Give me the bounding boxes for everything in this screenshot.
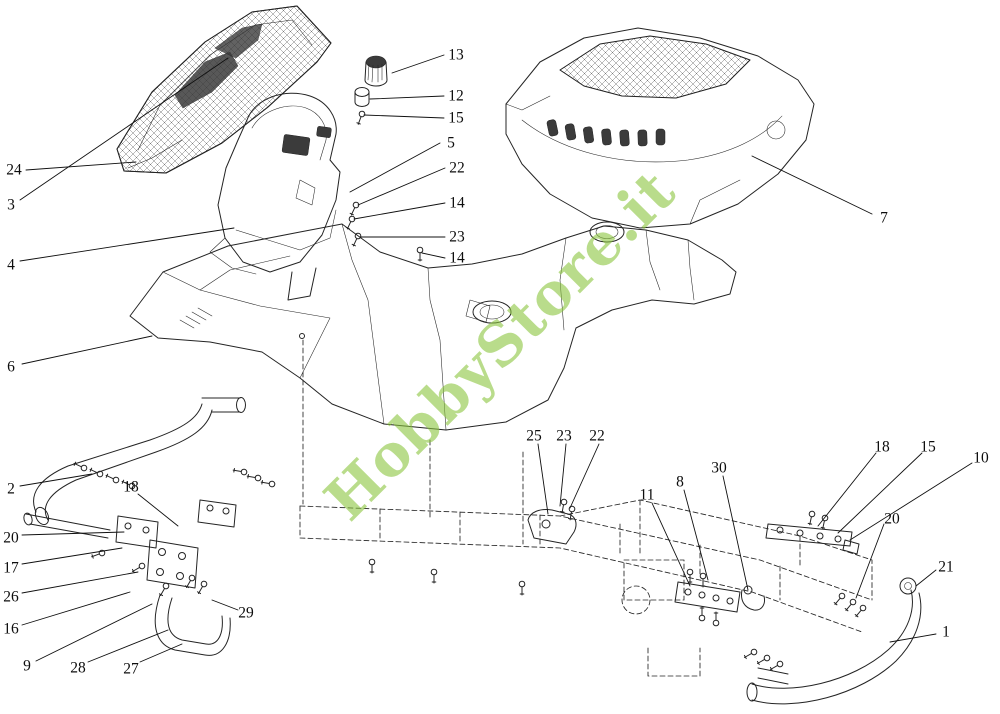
rear-bumper-part xyxy=(746,577,922,705)
callout-4: 4 xyxy=(7,256,15,274)
callout-11: 11 xyxy=(639,486,655,504)
callout-29: 29 xyxy=(238,604,254,622)
callout-28: 28 xyxy=(70,659,86,677)
right-bracket-group xyxy=(674,568,765,627)
callout-14-top: 14 xyxy=(449,194,465,212)
right-plate-part xyxy=(765,510,860,555)
rear-bumper-bolts xyxy=(742,591,868,673)
callout-15-top: 15 xyxy=(448,109,464,127)
callout-8: 8 xyxy=(676,473,684,491)
callout-20-right: 20 xyxy=(884,510,900,528)
rear-body-part xyxy=(505,27,815,229)
callout-26: 26 xyxy=(3,588,19,606)
callout-25: 25 xyxy=(526,427,542,445)
callout-23-top: 23 xyxy=(449,228,465,246)
callout-18-right: 18 xyxy=(874,438,890,456)
center-bracket-part xyxy=(527,498,577,545)
chassis-frame xyxy=(299,339,873,677)
frame-bolt xyxy=(368,558,376,574)
callout-3: 3 xyxy=(7,196,15,214)
vent-slots xyxy=(546,119,666,147)
bolt-22-top xyxy=(348,200,361,217)
callout-27: 27 xyxy=(123,660,139,678)
bolt-14-top xyxy=(344,214,357,231)
callout-23-mid: 23 xyxy=(556,427,572,445)
callout-2: 2 xyxy=(7,480,15,498)
callout-6: 6 xyxy=(7,358,15,376)
callout-10: 10 xyxy=(973,449,989,467)
bolt-14-mid xyxy=(416,246,424,262)
callout-18-left: 18 xyxy=(123,478,139,496)
callout-14-mid: 14 xyxy=(449,249,465,267)
callout-12: 12 xyxy=(448,87,464,105)
frame-bolt xyxy=(430,568,438,584)
callout-16: 16 xyxy=(3,620,19,638)
callout-1: 1 xyxy=(942,623,950,641)
callout-7: 7 xyxy=(880,209,888,227)
hood-grille-part xyxy=(116,5,332,174)
callout-5: 5 xyxy=(447,134,455,152)
callout-21: 21 xyxy=(938,558,954,576)
callout-22-top: 22 xyxy=(449,159,465,177)
bolt-15-top xyxy=(355,109,367,126)
left-bracket-group xyxy=(90,499,237,656)
main-body-part xyxy=(129,221,737,431)
callout-22-mid: 22 xyxy=(589,427,605,445)
callout-30: 30 xyxy=(711,459,727,477)
callout-9: 9 xyxy=(23,657,31,675)
front-bumper-part xyxy=(23,397,276,539)
callout-24: 24 xyxy=(6,161,22,179)
callout-13: 13 xyxy=(448,46,464,64)
leader-lines xyxy=(19,54,973,663)
callout-17: 17 xyxy=(3,559,19,577)
callout-20-left: 20 xyxy=(3,529,19,547)
callout-15-right: 15 xyxy=(920,438,936,456)
bushing-part xyxy=(354,87,370,107)
console-part xyxy=(209,92,341,301)
knob-part xyxy=(364,55,388,87)
frame-bolt xyxy=(518,580,526,596)
